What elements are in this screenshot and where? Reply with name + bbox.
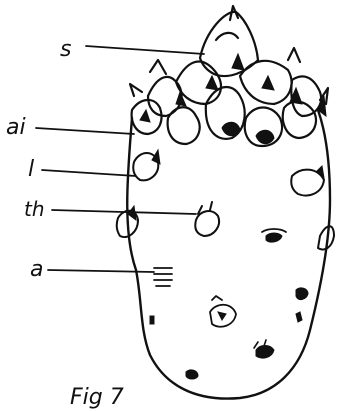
label-s: s xyxy=(60,37,71,62)
hooked-tips xyxy=(128,150,324,220)
figure-caption: Fig 7 xyxy=(70,385,124,410)
label-l: l xyxy=(28,157,34,182)
leader-lines xyxy=(36,46,204,272)
label-th: th xyxy=(24,197,45,221)
side-appendages xyxy=(117,153,334,250)
label-a: a xyxy=(30,257,43,282)
label-ai: ai xyxy=(6,115,26,140)
areoles xyxy=(150,202,308,379)
